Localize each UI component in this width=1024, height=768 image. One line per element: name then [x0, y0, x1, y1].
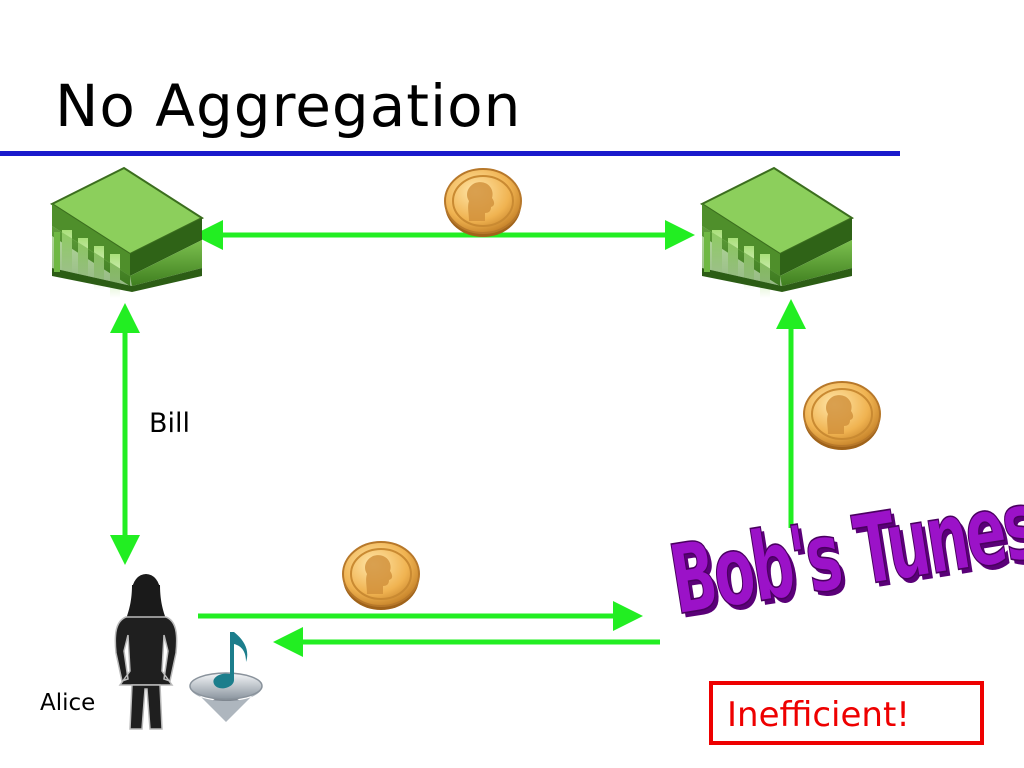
coin-icon	[342, 541, 420, 610]
bank-icon	[699, 166, 855, 298]
music-note-icon	[189, 632, 263, 722]
woman-icon	[114, 574, 178, 730]
callout-box: Inefficient!	[709, 681, 984, 745]
slide-title: No Aggregation	[55, 72, 522, 140]
title-rule	[0, 151, 900, 156]
alice-label: Alice	[40, 690, 96, 716]
coin-icon	[803, 381, 881, 450]
callout-text: Inefficient!	[727, 695, 910, 735]
bank-icon	[49, 166, 205, 298]
bill-label: Bill	[149, 408, 191, 439]
coin-icon	[444, 168, 522, 237]
